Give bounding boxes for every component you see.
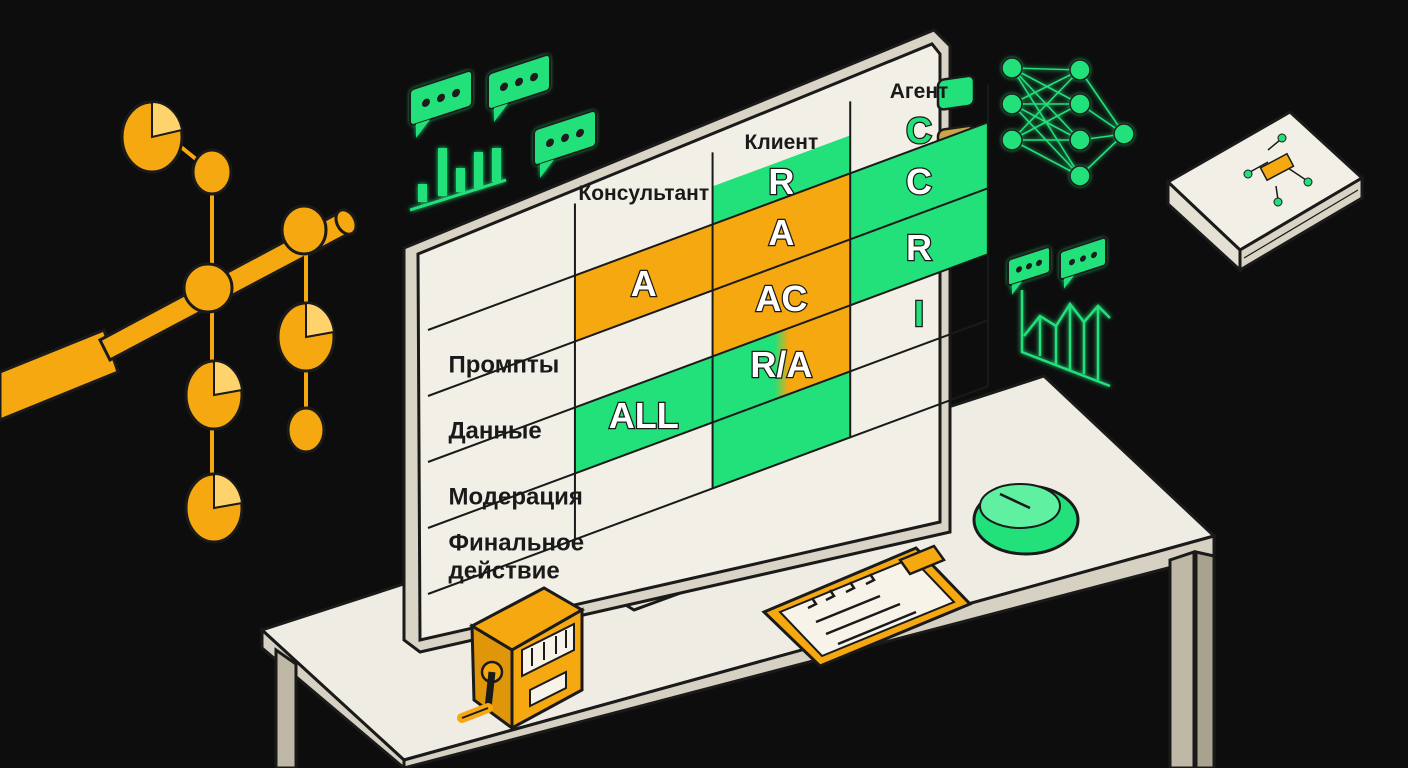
column-header: Клиент bbox=[745, 131, 819, 154]
matrix-cell-value: C bbox=[906, 161, 932, 202]
grid-line bbox=[427, 253, 989, 463]
matrix-cell bbox=[712, 371, 851, 489]
matrix-cell bbox=[712, 135, 851, 225]
computer-mouse-icon[interactable] bbox=[972, 483, 1080, 556]
matrix-cell-value: R/A bbox=[750, 344, 812, 385]
chat-bubble-icon bbox=[1007, 236, 1107, 295]
grid-line bbox=[427, 121, 989, 331]
column-header: Консультант bbox=[578, 182, 709, 205]
matrix-cell-value: A bbox=[768, 212, 794, 253]
book-icon bbox=[1165, 110, 1365, 274]
clipboard-checklist-icon bbox=[761, 544, 973, 668]
matrix-cell bbox=[712, 239, 851, 357]
row-label: Промпты bbox=[448, 351, 559, 378]
line-chart-icon bbox=[1020, 290, 1111, 388]
row-label: Модерация bbox=[448, 483, 582, 510]
neural-network-icon bbox=[1001, 57, 1135, 187]
matrix-cell bbox=[712, 305, 851, 423]
grid-line bbox=[427, 319, 989, 529]
bar-chart-icon bbox=[409, 148, 507, 212]
matrix-cell-value: R bbox=[906, 227, 932, 268]
matrix-cell-value: ALL bbox=[609, 395, 679, 436]
pie-chart-icon bbox=[0, 100, 358, 544]
row-label: действие bbox=[448, 557, 559, 584]
matrix-cell bbox=[850, 122, 988, 240]
row-label: Финальное bbox=[448, 529, 584, 556]
grid-line bbox=[427, 385, 989, 595]
matrix-cell bbox=[574, 224, 713, 342]
ticket-machine-icon[interactable] bbox=[457, 586, 586, 731]
chat-bubble-icon bbox=[409, 53, 597, 179]
matrix-cell-value: AC bbox=[755, 278, 807, 319]
matrix-cell bbox=[574, 356, 713, 474]
column-header: Агент bbox=[890, 80, 949, 103]
grid-line bbox=[427, 187, 989, 397]
matrix-cell-value: A bbox=[631, 263, 657, 304]
raci-matrix: RCAACACRALLR/AIКонсультантКлиентАгентПро… bbox=[427, 80, 989, 595]
matrix-cell bbox=[850, 188, 988, 306]
matrix-cell-value: I bbox=[914, 293, 924, 334]
matrix-cell bbox=[712, 173, 851, 291]
row-label: Данные bbox=[448, 417, 541, 444]
